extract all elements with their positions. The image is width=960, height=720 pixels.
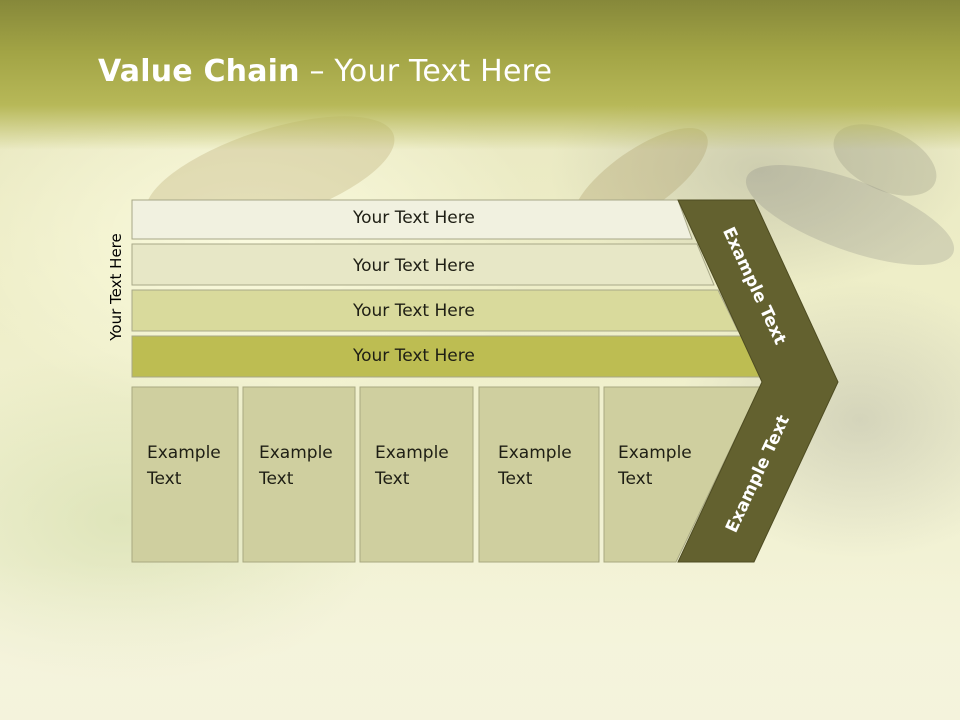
- chevron-arrow: [677, 199, 839, 563]
- bar-3-label: Your Text Here: [353, 301, 475, 321]
- slide-title: Value Chain – Your Text Here: [98, 54, 553, 89]
- cell-4: [478, 386, 600, 563]
- bar-4-label: Your Text Here: [353, 346, 475, 366]
- bar-2-label: Your Text Here: [353, 256, 475, 276]
- bar-1: [131, 199, 693, 240]
- bar-2: [131, 243, 715, 286]
- cell-5: [603, 386, 761, 563]
- reflection-fade: [0, 564, 960, 720]
- title-banner: [0, 0, 960, 150]
- cell-1: [131, 386, 239, 563]
- bar-1-label: Your Text Here: [353, 208, 475, 228]
- cell-2: [242, 386, 356, 563]
- cell-3: [359, 386, 474, 563]
